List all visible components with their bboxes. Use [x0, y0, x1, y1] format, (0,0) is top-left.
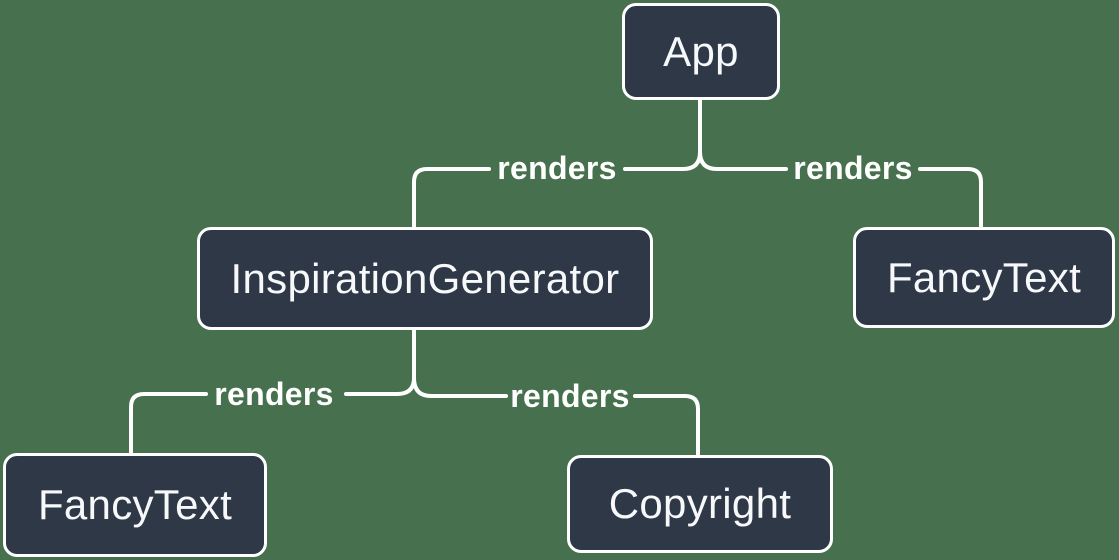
- node-fancy-text-right-label: FancyText: [886, 253, 1082, 301]
- edge-app-to-fancy-text-right: [698, 98, 983, 228]
- edge-inspiration-generator-to-copyright: [412, 329, 700, 456]
- edge-label-renders-app-fancy-text: renders: [793, 150, 913, 186]
- node-inspiration-generator: InspirationGenerator: [197, 227, 653, 330]
- node-fancy-text-left-label: FancyText: [37, 481, 233, 528]
- node-copyright-label: Copyright: [608, 480, 792, 527]
- edge-label-renders-inspiration-copyright: renders: [510, 378, 630, 414]
- node-fancy-text-left: FancyText: [3, 453, 267, 557]
- edge-label-renders-inspiration-fancy-text: renders: [214, 376, 334, 412]
- node-app-label: App: [663, 27, 739, 75]
- node-app: App: [622, 3, 780, 100]
- edge-label-renders-app-inspiration: renders: [497, 150, 617, 186]
- node-fancy-text-right: FancyText: [853, 227, 1115, 328]
- node-copyright: Copyright: [567, 455, 833, 553]
- node-inspiration-generator-label: InspirationGenerator: [230, 254, 620, 302]
